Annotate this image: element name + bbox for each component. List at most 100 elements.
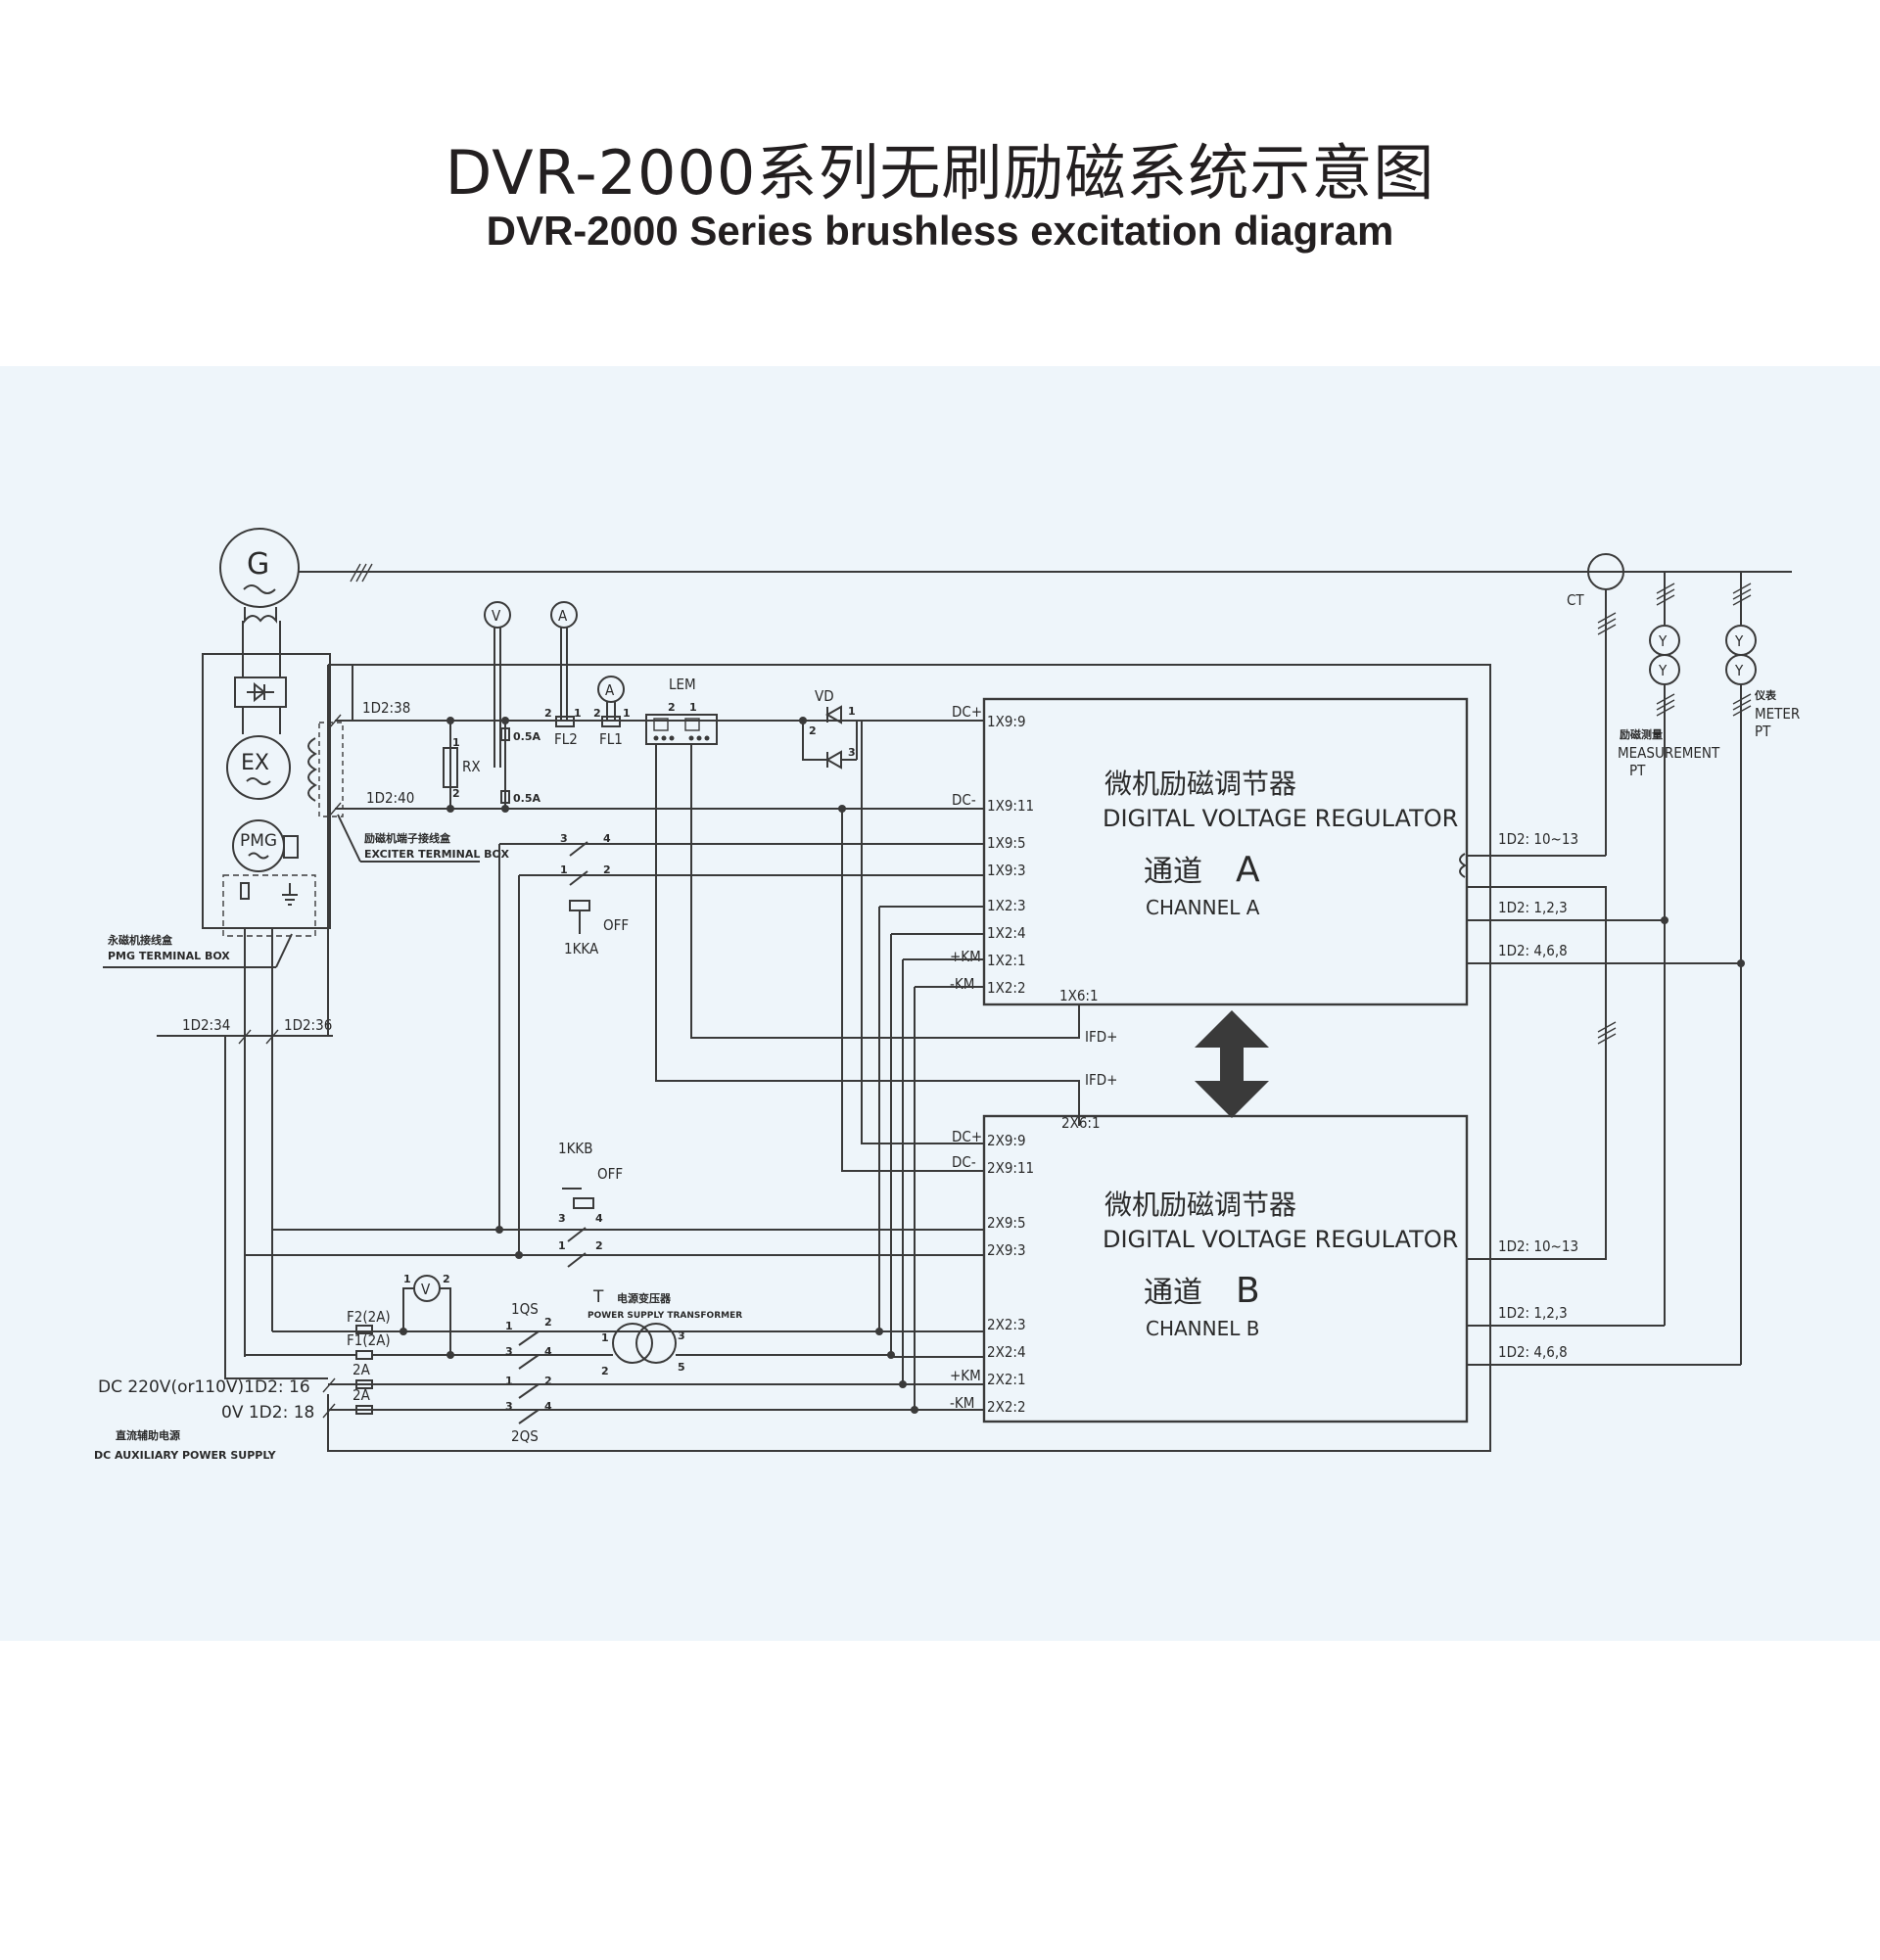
pin-number: 1 [560,863,568,876]
channel-link-arrow-icon [1195,1010,1269,1118]
terminal-1d2-36: 1D2:36 [284,1016,332,1034]
pin-number: 1 [403,1273,411,1285]
km-plus-b-label: +KM [950,1367,981,1384]
pin-label: 1X9:9 [987,713,1026,730]
fuse-2a-label: 2A [352,1361,371,1378]
voltmeter2-label: V [421,1281,431,1298]
channel-letter: A [1236,850,1260,890]
pin-label: 2X9:3 [987,1241,1026,1259]
f2-label: F2(2A) [347,1308,391,1326]
right-terminal: 1D2: 10~13 [1498,830,1578,848]
ifd-plus-label: IFD+ [1085,1071,1117,1089]
switch-1kkb: 1KKB OFF 3 4 1 2 [245,1140,984,1268]
pin-number: 1 [601,1331,609,1344]
channel-letter: B [1236,1271,1260,1311]
exciter-label: EX [241,751,269,775]
pmg-box-cn: 永磁机接线盒 [107,933,173,947]
measurement-pt-en1: MEASUREMENT [1618,744,1720,762]
transformer-primary [612,1323,653,1364]
reg-en-label: DIGITAL VOLTAGE REGULATOR [1103,1226,1458,1253]
rx-resistor [443,747,458,788]
title-chinese: DVR-2000系列无刷励磁系统示意图 [445,137,1435,209]
pin-number: 3 [505,1345,513,1358]
vd-diode-1 [824,705,842,724]
ct-label: CT [1567,591,1584,609]
ifd-plus-label: IFD+ [1085,1028,1117,1046]
pin-label: 2X9:11 [987,1159,1034,1177]
switch-1kka: 3 4 1 2 OFF 1KKA [498,832,629,1255]
pin-number: 4 [544,1400,552,1413]
transformer-t-label: T [592,1287,604,1307]
right-terminal: 1D2: 1,2,3 [1498,1304,1568,1322]
transformer-cn-label: 电源变压器 [617,1291,672,1305]
pin-label: 1X2:1 [987,952,1026,969]
pin-number: 3 [848,746,856,759]
field-circuit: 1D2:38 1D2:40 RX 1 2 V 0.5A 0.5A A FL2 2 [327,601,1491,1452]
pin-number: 2 [544,1375,552,1387]
ammeter-symbol [550,601,578,629]
pt-y-label: Y [1658,662,1668,679]
pmg-label: PMG [240,831,277,851]
pin-number: 3 [558,1212,566,1225]
pin-number: 2 [443,1273,450,1285]
pin-number: 2 [544,1316,552,1329]
lem-box [645,714,718,745]
x6-label: 1X6:1 [1059,987,1099,1004]
pin-label: 1X9:3 [987,862,1026,879]
fuse-label: 0.5A [513,730,540,743]
pin-label: 2X2:3 [987,1316,1026,1333]
transformer-secondary [635,1323,677,1364]
dc-plus-b-label: DC+ [952,1128,982,1145]
channel-a: 1X9:9 1X9:11 1X9:5 1X9:3 1X2:3 1X2:4 1X2… [982,697,1745,1051]
right-terminal: 1D2: 10~13 [1498,1237,1578,1255]
km-minus-label: -KM [950,975,974,993]
dc-supply-2-label: 0V 1D2: 18 [221,1403,314,1423]
pin-label: 1X9:11 [987,797,1034,815]
pin-number: 2 [668,701,676,714]
pin-number: 1 [689,701,697,714]
pin-number: 1 [623,707,631,720]
pin-number: 4 [603,832,611,845]
pin-label: 2X9:9 [987,1132,1026,1149]
channel-en-label: CHANNEL B [1146,1317,1259,1340]
pin-number: 5 [678,1361,685,1374]
pin-number: 3 [678,1330,685,1342]
reg-cn-label: 微机励磁调节器 [1104,768,1296,800]
channel-b: 2X9:9 2X9:11 2X9:5 2X9:3 2X2:3 2X2:4 2X2… [982,1051,1741,1423]
qs1-label: 1QS [511,1300,539,1318]
pin-label: 1X2:3 [987,897,1026,914]
fl1-shunt [601,716,621,727]
pin-label: 1X2:4 [987,924,1026,942]
generator-label: G [247,547,269,582]
channel-en-label: CHANNEL A [1146,896,1260,919]
ammeter2-symbol [597,676,625,703]
f1-label: F1(2A) [347,1331,391,1349]
kka1-label: 1KKA [564,940,599,957]
terminal-1d2-38: 1D2:38 [362,699,410,717]
pt-y-label: Y [1658,632,1668,650]
exciter-box-en: EXCITER TERMINAL BOX [364,848,510,861]
off-label: OFF [603,916,629,934]
pin-number: 2 [809,724,817,737]
dc-supply-1-label: DC 220V(or110V)1D2: 16 [98,1377,310,1397]
km-plus-label: +KM [950,948,981,965]
pin-number: 4 [595,1212,603,1225]
voltmeter-label: V [492,607,501,625]
channel-cn-label: 通道 [1144,855,1202,889]
exciter-symbol [226,735,291,800]
tilde-icon [243,584,276,594]
dc-minus-label: DC- [952,791,976,809]
main-bus: G CT Y Y 励磁测量 MEASUREMENT PT Y Y 仪表 METE… [219,528,1800,1365]
pin-number: 2 [544,707,552,720]
schematic-svg: G CT Y Y 励磁测量 MEASUREMENT PT Y Y 仪表 METE… [94,528,1800,1462]
pin-number: 1 [505,1320,513,1332]
measurement-pt-cn: 励磁测量 [1620,727,1663,741]
km-minus-b-label: -KM [950,1394,974,1412]
fl1-label: FL1 [599,730,623,748]
fl2-label: FL2 [554,730,578,748]
pin-number: 2 [595,1239,603,1252]
pin-number: 1 [452,736,460,749]
pin-number: 2 [452,787,460,800]
channel-b-box [982,1114,1469,1423]
reg-en-label: DIGITAL VOLTAGE REGULATOR [1103,805,1458,832]
